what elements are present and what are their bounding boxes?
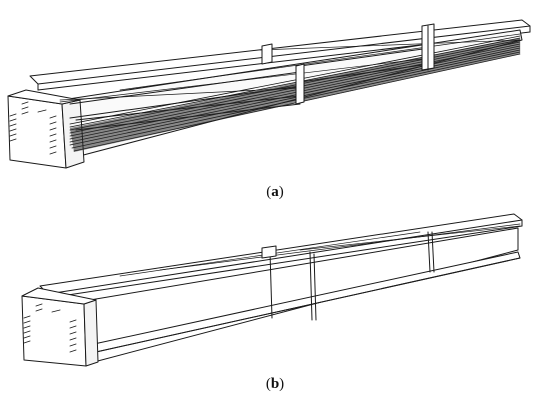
panel-a-draped-tendons [59,33,521,103]
panel-a-strand-fill [70,38,520,152]
panel-a-end-block-top [7,89,81,105]
panel-a-drawing [7,19,531,169]
panel-b-end-block-front [21,295,87,367]
panel-a-end-block-front [7,95,67,169]
panel-b-caption: (b) [265,376,285,392]
panel-b-label: b [270,376,280,392]
panel-b-end-block-side [83,299,99,367]
panel-a-label: a [271,184,279,200]
panel-a-caption: (a) [266,184,284,200]
panel-b-drawing [21,213,523,367]
panel-a-anchor-studs [9,101,57,155]
panel-a-diaphragms [261,23,435,105]
panel-b-joints [261,231,435,321]
panel-b-end-block-top [21,287,97,305]
panel-b-anchor-studs [23,303,77,353]
